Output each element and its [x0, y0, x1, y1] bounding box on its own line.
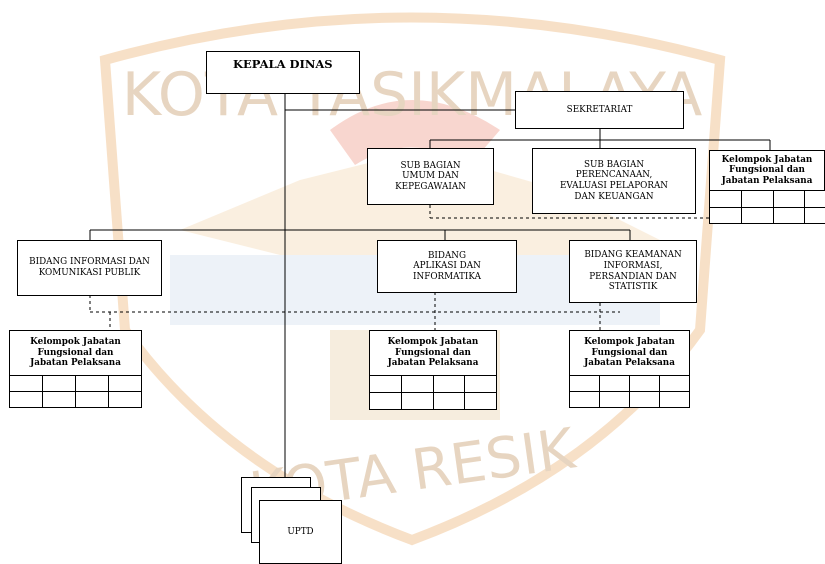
sekretariat-box: SEKRETARIAT: [515, 91, 684, 129]
kelompok-aptika-label: Kelompok Jabatan Fungsional dan Jabatan …: [387, 337, 479, 369]
bidang-persandian-label: BIDANG KEAMANAN INFORMASI, PERSANDIAN DA…: [584, 250, 682, 293]
kelompok-aptika-box: Kelompok Jabatan Fungsional dan Jabatan …: [369, 330, 497, 376]
kelompok-persandian-box: Kelompok Jabatan Fungsional dan Jabatan …: [569, 330, 690, 376]
kelompok-persandian-label: Kelompok Jabatan Fungsional dan Jabatan …: [584, 337, 675, 369]
kelompok-persandian-grid: [569, 375, 690, 408]
kepala-dinas-label: KEPALA DINAS: [233, 57, 333, 71]
bidang-persandian-box: BIDANG KEAMANAN INFORMASI, PERSANDIAN DA…: [569, 240, 697, 303]
dashed-connectors: [89, 205, 710, 330]
sub-bagian-umum-box: SUB BAGIAN UMUM DAN KEPEGAWAIAN: [367, 148, 494, 205]
sub-bagian-perencanaan-label: SUB BAGIAN PERENCANAAN, EVALUASI PELAPOR…: [559, 159, 669, 202]
sub-bagian-umum-label: SUB BAGIAN UMUM DAN KEPEGAWAIAN: [395, 160, 466, 192]
kelompok-aptika-grid: [369, 375, 497, 410]
bidang-aptika-label: BIDANG APLIKASI DAN INFORMATIKA: [413, 250, 481, 282]
kelompok-ikp-label: Kelompok Jabatan Fungsional dan Jabatan …: [30, 337, 121, 369]
solid-connectors: [89, 93, 771, 500]
uptd-box: UPTD: [259, 500, 342, 564]
kelompok-ikp-box: Kelompok Jabatan Fungsional dan Jabatan …: [9, 330, 142, 376]
uptd-label: UPTD: [287, 526, 314, 537]
bidang-ikp-label: BIDANG INFORMASI DAN KOMUNIKASI PUBLIK: [29, 257, 150, 278]
kepala-dinas-box: KEPALA DINAS: [206, 51, 360, 94]
kelompok-sekretariat-box: Kelompok Jabatan Fungsional dan Jabatan …: [709, 150, 825, 191]
bidang-aptika-box: BIDANG APLIKASI DAN INFORMATIKA: [377, 240, 517, 293]
sub-bagian-perencanaan-box: SUB BAGIAN PERENCANAAN, EVALUASI PELAPOR…: [532, 148, 696, 214]
kelompok-sekretariat-label: Kelompok Jabatan Fungsional dan Jabatan …: [721, 154, 813, 186]
bidang-ikp-box: BIDANG INFORMASI DAN KOMUNIKASI PUBLIK: [17, 240, 162, 296]
kelompok-sekretariat-grid: [709, 190, 825, 224]
sekretariat-label: SEKRETARIAT: [566, 104, 633, 115]
kelompok-ikp-grid: [9, 375, 142, 408]
